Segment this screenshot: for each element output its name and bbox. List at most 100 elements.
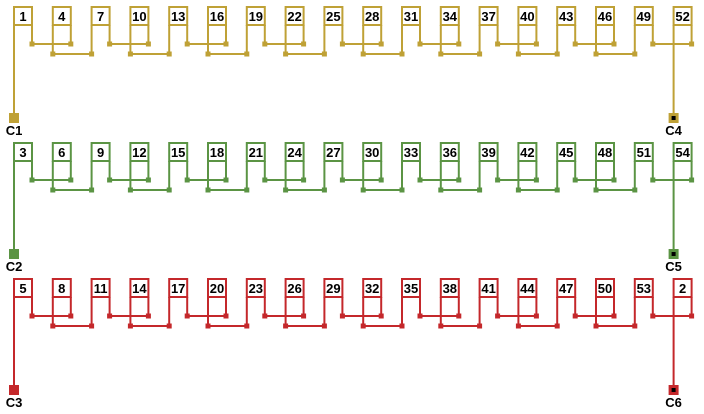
coil: 53	[633, 278, 654, 316]
coil-label-box	[323, 278, 344, 298]
connection-dot	[399, 187, 405, 193]
coil-number: 53	[637, 281, 651, 296]
coil-number: 11	[94, 281, 108, 296]
coil-number: 50	[598, 281, 612, 296]
coil-label-box	[90, 6, 111, 26]
connection-dot	[495, 313, 501, 319]
connection-dot	[301, 313, 307, 319]
coil: 41	[478, 278, 499, 316]
coil-number: 18	[210, 145, 224, 160]
connection-dot	[360, 51, 366, 57]
start-terminal-label: C3	[6, 395, 23, 410]
coil-number: 46	[598, 9, 612, 24]
connection-dot	[321, 323, 327, 329]
connection-dot	[50, 187, 56, 193]
coil: 14	[129, 278, 150, 316]
coil-label-box	[401, 6, 421, 26]
connection-dot	[360, 323, 366, 329]
coil-label-box	[129, 6, 150, 26]
coil: 21	[245, 142, 266, 180]
coil-number: 45	[559, 145, 573, 160]
coil-label-box	[633, 6, 654, 26]
coil: 1	[13, 6, 33, 44]
connection-dot	[572, 177, 578, 183]
coil-label-box	[129, 142, 150, 162]
coil-label-box	[595, 6, 615, 26]
connection-dot	[477, 323, 483, 329]
coil-number: 33	[404, 145, 418, 160]
coil-label-box	[284, 278, 305, 298]
connection-dot	[29, 313, 35, 319]
coil-number: 5	[19, 281, 26, 296]
coil: 10	[129, 6, 150, 44]
connection-dot	[650, 41, 656, 47]
coil-number: 29	[326, 281, 340, 296]
coil-label-box	[323, 142, 344, 162]
coil-number: 52	[675, 9, 689, 24]
coil-label-box	[284, 6, 305, 26]
coil-number: 39	[481, 145, 495, 160]
coil: 37	[478, 6, 499, 44]
connection-dot	[166, 323, 172, 329]
coil-label-box	[323, 6, 344, 26]
coil: 20	[207, 278, 227, 316]
coil: 49	[633, 6, 654, 44]
coil-number: 32	[365, 281, 379, 296]
coil: 5	[13, 278, 33, 316]
connection-dot	[399, 51, 405, 57]
coil-label-box	[90, 142, 111, 162]
connection-dot	[283, 323, 289, 329]
coil-number: 44	[520, 281, 535, 296]
connection-dot	[107, 41, 113, 47]
coil: 52	[672, 6, 693, 44]
connection-dot	[554, 187, 560, 193]
coil: 44	[517, 278, 538, 316]
coil-number: 47	[559, 281, 573, 296]
connection-dot	[533, 313, 539, 319]
connection-dot	[477, 187, 483, 193]
connection-dot	[223, 41, 229, 47]
coil: 46	[595, 6, 615, 44]
connection-dot	[689, 41, 695, 47]
connection-dot	[438, 323, 444, 329]
coil-number: 38	[443, 281, 457, 296]
coil-label-box	[401, 278, 421, 298]
connection-dot	[127, 51, 133, 57]
connection-dot	[572, 313, 578, 319]
coil: 18	[207, 142, 227, 180]
coil-label-box	[478, 6, 499, 26]
coil: 7	[90, 6, 111, 44]
start-terminal-icon	[9, 249, 19, 259]
coil-number: 6	[58, 145, 65, 160]
start-terminal-label: C1	[6, 123, 23, 138]
coil: 39	[478, 142, 499, 180]
coil-label-box	[168, 6, 189, 26]
coil-number: 30	[365, 145, 379, 160]
connection-dot	[554, 323, 560, 329]
coil: 6	[51, 142, 72, 180]
connection-dot	[244, 187, 250, 193]
coil: 4	[51, 6, 72, 44]
coil-label-box	[13, 6, 33, 26]
connection-dot	[29, 41, 35, 47]
coil-number: 43	[559, 9, 573, 24]
coil-number: 12	[132, 145, 146, 160]
connection-dot	[50, 51, 56, 57]
coil-number: 34	[443, 9, 458, 24]
coil: 17	[168, 278, 189, 316]
connection-dot	[89, 51, 95, 57]
connection-dot	[321, 51, 327, 57]
connection-dot	[650, 177, 656, 183]
coil-label-box	[439, 278, 460, 298]
coil-number: 49	[637, 9, 651, 24]
coil-number: 28	[365, 9, 379, 24]
connection-dot	[611, 177, 617, 183]
connection-dot	[533, 177, 539, 183]
coil: 16	[207, 6, 227, 44]
coil-label-box	[245, 6, 266, 26]
coil-label-box	[168, 278, 189, 298]
coil-number: 8	[58, 281, 65, 296]
connection-dot	[166, 51, 172, 57]
coil-number: 21	[249, 145, 263, 160]
